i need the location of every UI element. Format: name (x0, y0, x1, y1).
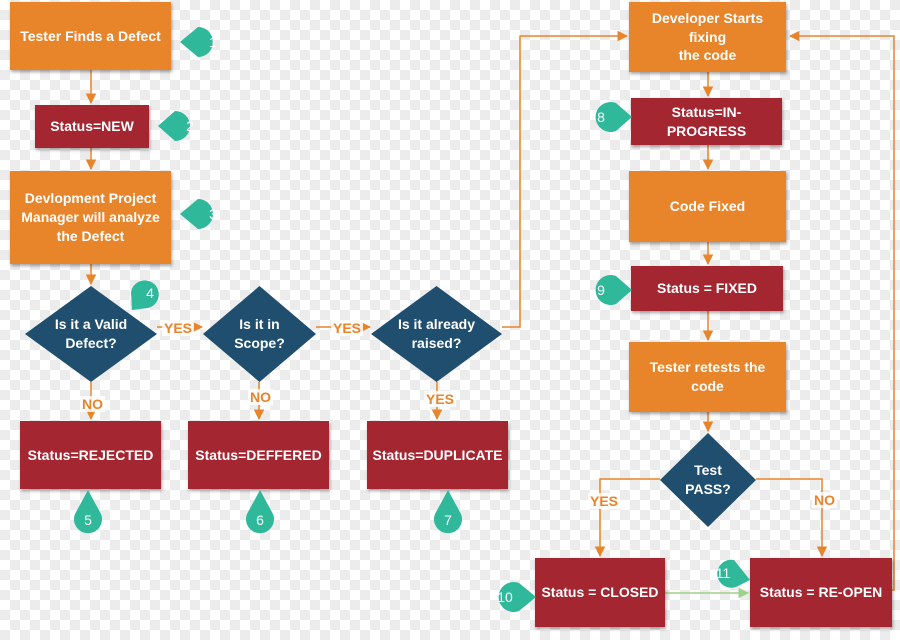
label-raised-yes: YES (424, 391, 457, 407)
status-rejected: Status=REJECTED (20, 421, 161, 489)
step-badge: 11 (706, 556, 750, 590)
teardrop-icon (434, 490, 462, 534)
step-badge: 3 (180, 196, 228, 232)
step-code-fixed: Code Fixed (629, 171, 786, 242)
status-reopen: Status = RE-OPEN (750, 558, 892, 627)
decision-test-pass: Test PASS? (660, 433, 756, 527)
step-badge: 6 (244, 490, 276, 536)
step-badge: 10 (488, 580, 536, 614)
diamond-shape (371, 286, 502, 382)
step-badge: 8 (586, 100, 632, 134)
diamond-shape (203, 286, 316, 382)
step-tester-finds-defect: Tester Finds a Defect (10, 2, 171, 70)
status-fixed: Status = FIXED (631, 266, 783, 311)
step-badge: 4 (126, 276, 166, 314)
arrow-raised-no (502, 30, 629, 328)
decision-valid-defect: Is it a Valid Defect? (25, 286, 157, 382)
diamond-shape (660, 433, 756, 527)
step-badge: 7 (432, 490, 464, 536)
step-pm-analyze: Devlopment Project Manager will analyze … (10, 171, 171, 264)
step-badge: 9 (586, 273, 632, 307)
status-new: Status=NEW (35, 105, 149, 148)
arrow-reopen-loop (788, 30, 895, 591)
status-deffered: Status=DEFFERED (188, 421, 329, 489)
decision-in-scope: Is it in Scope? (203, 286, 316, 382)
step-tester-retests: Tester retests the code (629, 342, 786, 412)
label-scope-no: NO (248, 389, 273, 405)
teardrop-icon (180, 27, 213, 57)
step-developer-starts: Developer Starts fixing the code (629, 2, 786, 72)
teardrop-icon (246, 490, 274, 534)
diamond-shape (25, 286, 157, 382)
label-valid-no: NO (80, 396, 105, 412)
status-closed: Status = CLOSED (535, 558, 665, 627)
teardrop-icon (498, 582, 536, 612)
arrow-pass-yes (594, 478, 660, 558)
step-badge: 5 (72, 490, 104, 536)
label-pass-no: NO (812, 492, 837, 508)
teardrop-icon (131, 280, 159, 310)
label-valid-yes: YES (162, 320, 195, 336)
label-scope-yes: YES (331, 320, 364, 336)
decision-already-raised: Is it already raised? (371, 286, 502, 382)
teardrop-icon (180, 199, 213, 229)
teardrop-icon (595, 102, 632, 132)
status-duplicate: Status=DUPLICATE (367, 421, 508, 489)
teardrop-icon (158, 111, 190, 141)
teardrop-icon (595, 275, 632, 305)
label-pass-yes: YES (588, 493, 621, 509)
teardrop-icon (74, 490, 102, 534)
step-badge: 2 (158, 108, 204, 144)
arrow-pass-no (756, 478, 828, 558)
step-badge: 1 (180, 24, 228, 60)
teardrop-icon (717, 559, 750, 588)
status-in-progress: Status=IN- PROGRESS (631, 98, 782, 145)
